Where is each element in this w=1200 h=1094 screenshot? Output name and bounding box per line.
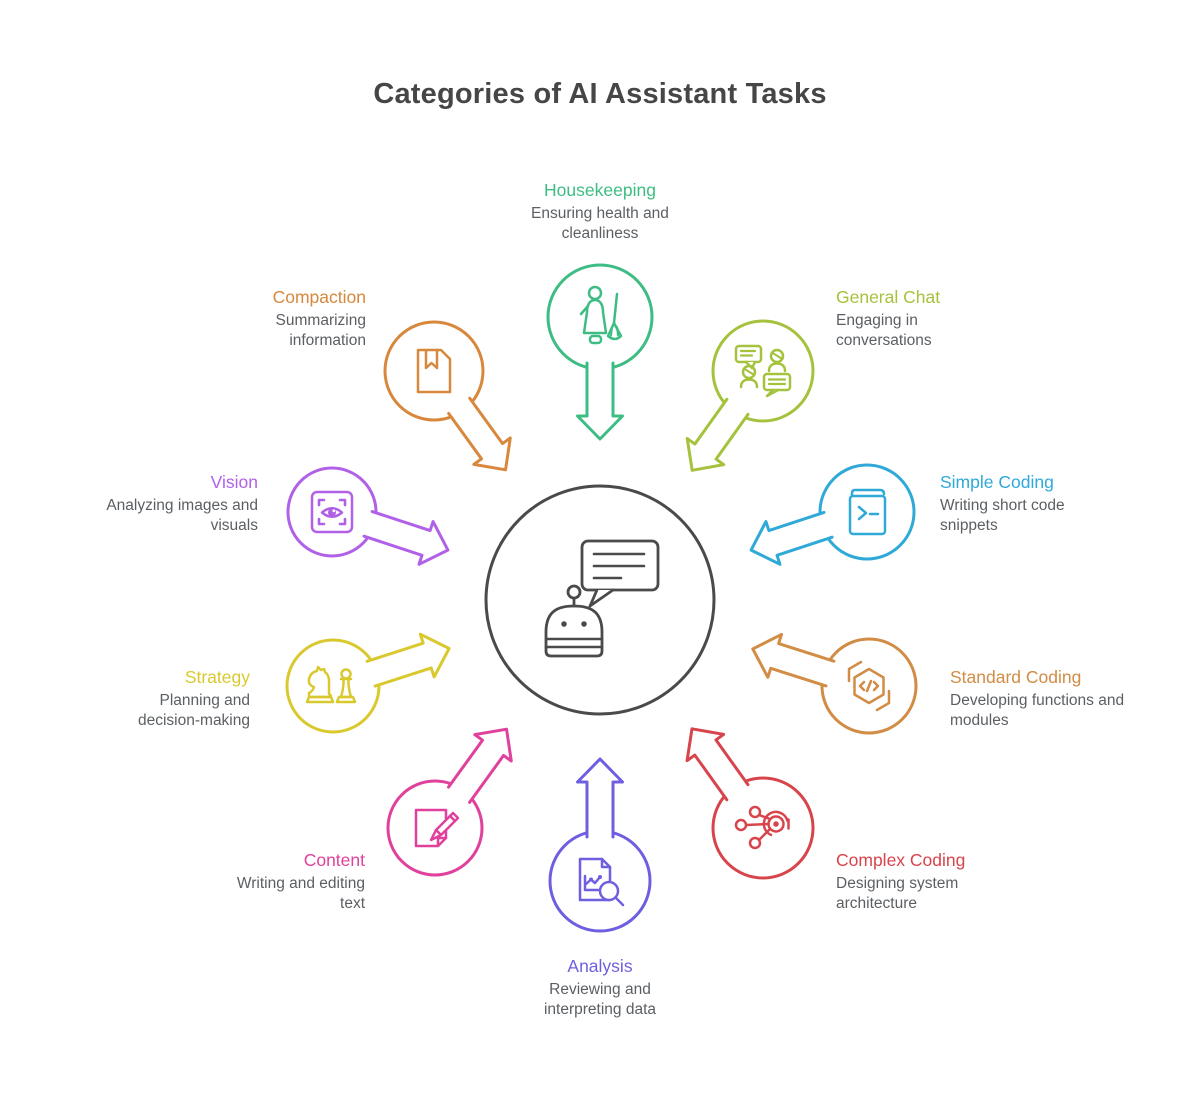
circuit-nodes-icon [734, 805, 790, 850]
chart-magnifier-icon [578, 857, 625, 907]
category-description: Analyzing images and visuals [106, 496, 258, 534]
category-description: Developing functions and modules [950, 691, 1125, 729]
category-name: Standard Coding [950, 667, 1082, 687]
arrow-to-center [751, 632, 836, 688]
page-title: Categories of AI Assistant Tasks [373, 78, 827, 110]
robot-antenna-tip [566, 584, 582, 600]
category-circle [711, 776, 815, 880]
label-housekeeping: Housekeeping Ensuring health and cleanli… [505, 180, 695, 244]
label-complex-coding: Complex Coding Designing system architec… [836, 850, 996, 914]
category-description: Engaging in conversations [836, 311, 932, 349]
arrow-to-center [576, 757, 624, 839]
node-general-chat [685, 319, 815, 472]
arrow-to-center [447, 396, 512, 472]
center-circle [484, 484, 716, 716]
label-general-chat: General Chat Engaging in conversations [836, 287, 996, 351]
arrow-to-center [365, 632, 451, 688]
category-circle [711, 319, 815, 423]
category-name: Analysis [567, 956, 633, 976]
node-housekeeping [546, 263, 654, 441]
arrow-to-center [576, 361, 624, 441]
robot-mouth-band [544, 637, 604, 649]
arrow-to-center [685, 397, 750, 472]
cleaner-broom-icon [579, 285, 623, 345]
speech-bubble-tail [588, 588, 615, 608]
robot-chat-icon [544, 539, 660, 658]
category-circle [546, 263, 654, 371]
category-name: Complex Coding [836, 850, 966, 870]
category-name: Strategy [184, 667, 250, 687]
arrow-to-center [685, 727, 750, 802]
category-description: Designing system architecture [836, 874, 959, 912]
node-analysis [548, 757, 652, 933]
category-circle [383, 320, 485, 422]
label-compaction: Compaction Summarizing information [214, 287, 366, 351]
category-name: Vision [210, 472, 258, 492]
category-name: General Chat [836, 287, 941, 307]
node-compaction [383, 320, 512, 472]
node-vision [286, 466, 450, 566]
terminal-book-icon [848, 488, 887, 536]
category-description: Ensuring health and cleanliness [531, 204, 669, 242]
category-description: Planning and decision-making [138, 691, 250, 729]
label-standard-coding: Standard Coding Developing functions and… [950, 667, 1125, 731]
code-hexagon-icon [847, 660, 891, 712]
arrow-to-center [362, 510, 450, 566]
arrow-to-center [447, 727, 513, 804]
node-content [386, 727, 513, 877]
center-hub [484, 484, 716, 716]
chat-people-icon [734, 344, 792, 398]
label-strategy: Strategy Planning and decision-making [108, 667, 250, 731]
label-content: Content Writing and editing text [213, 850, 365, 914]
category-description: Writing short code snippets [940, 496, 1065, 534]
category-circle [386, 779, 484, 877]
category-circle [818, 463, 916, 561]
category-description: Writing and editing text [236, 874, 365, 912]
label-vision: Vision Analyzing images and visuals [86, 472, 258, 536]
speech-bubble [580, 539, 660, 592]
speech-bubble-lines [592, 552, 646, 580]
pencil-paper-icon [414, 808, 460, 848]
node-simple-coding [749, 463, 916, 566]
category-circle [285, 638, 381, 734]
category-description: Summarizing information [275, 311, 366, 349]
category-name: Content [303, 850, 365, 870]
category-circle [548, 829, 652, 933]
node-complex-coding [685, 727, 815, 880]
label-analysis: Analysis Reviewing and interpreting data [515, 956, 685, 1020]
label-simple-coding: Simple Coding Writing short code snippet… [940, 472, 1110, 536]
bookmark-document-icon [416, 348, 452, 394]
category-name: Compaction [272, 287, 366, 307]
category-name: Housekeeping [544, 180, 656, 200]
robot-head [544, 604, 604, 658]
arrow-to-center [749, 510, 834, 566]
eye-scan-icon [310, 490, 354, 534]
category-description: Reviewing and interpreting data [543, 980, 657, 1018]
node-standard-coding [751, 632, 918, 735]
node-strategy [285, 632, 451, 734]
category-name: Simple Coding [940, 472, 1054, 492]
chess-pieces-icon [305, 665, 357, 704]
